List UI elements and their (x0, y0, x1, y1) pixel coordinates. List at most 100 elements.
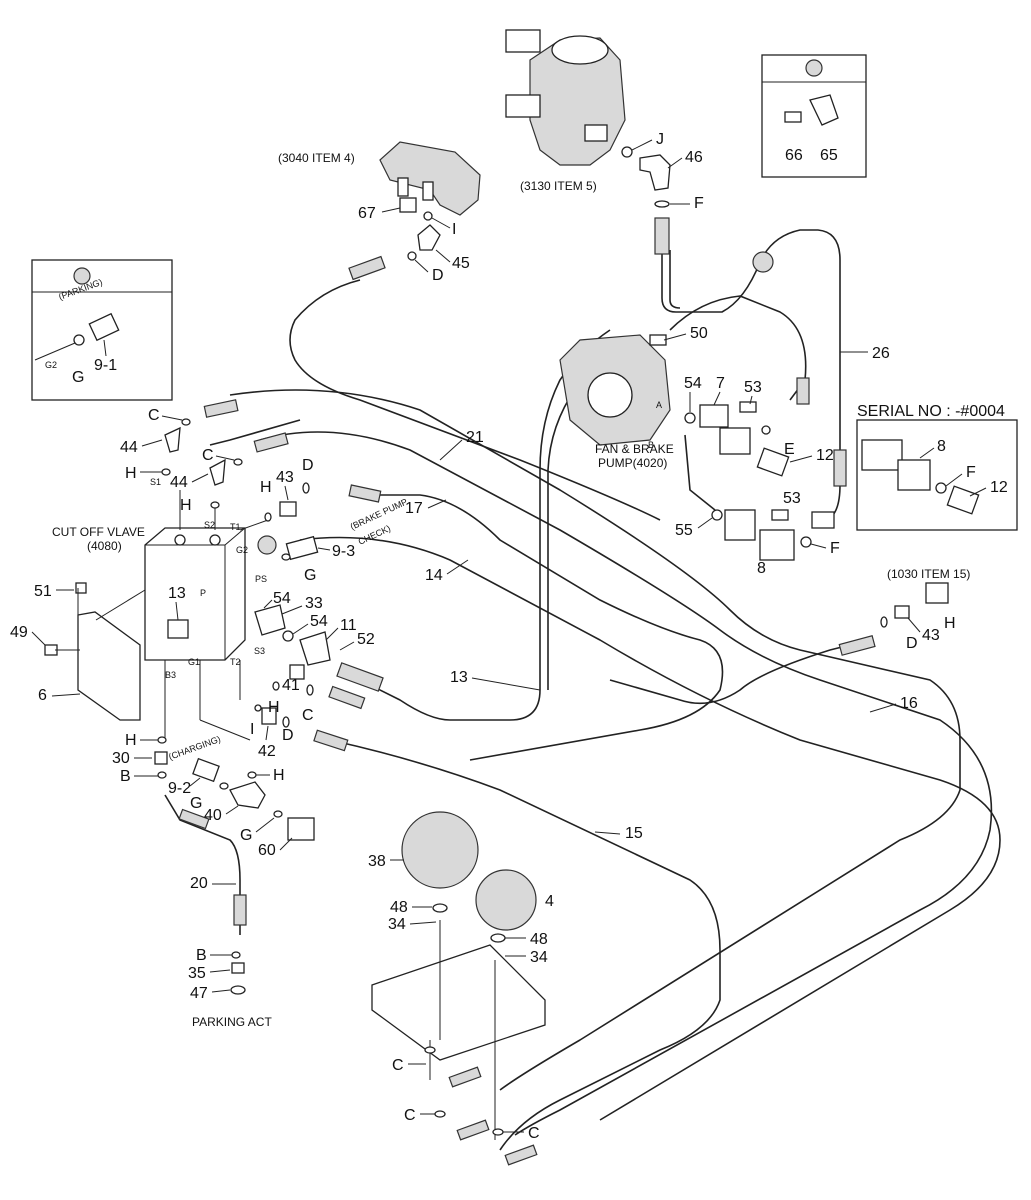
callout-C1: C (148, 407, 160, 424)
port-p: P (200, 588, 206, 598)
callout-H3: H (260, 479, 272, 496)
washer-47 (230, 985, 246, 995)
callout-44b: 44 (170, 474, 188, 491)
oring-D-43 (302, 482, 310, 494)
callout-40: 40 (204, 807, 222, 824)
callout-I1: I (452, 221, 456, 238)
callout-41: 41 (282, 677, 300, 694)
port-s3: S3 (254, 646, 265, 656)
accumulators (371, 811, 546, 1140)
oring-54-pump (684, 412, 696, 424)
port-a: A (656, 400, 662, 410)
ferrule-c2 (456, 1119, 490, 1141)
hose-21 (229, 389, 961, 1091)
cap-60 (287, 817, 315, 841)
callout-48b: 48 (530, 931, 548, 948)
inset-serial (856, 419, 1018, 531)
label-cutoff-2: (4080) (87, 539, 122, 553)
hose-26b (669, 250, 681, 309)
oring-G-9-2 (219, 782, 229, 790)
washer-48a (432, 903, 448, 913)
oring-I-top (423, 211, 433, 221)
bracket-6 (77, 611, 141, 721)
callout-33: 33 (305, 595, 323, 612)
elbow-46 (639, 154, 671, 191)
inset-66-65 (761, 54, 867, 178)
callout-51: 51 (34, 583, 52, 600)
bolt-53-top (739, 401, 757, 413)
label-1030: (1030 ITEM 15) (887, 567, 970, 581)
fitting-42 (261, 707, 277, 725)
callout-16: 16 (900, 695, 918, 712)
callout-J: J (656, 131, 664, 148)
callout-D2: D (302, 457, 314, 474)
callout-12a: 12 (816, 447, 834, 464)
ferrule-26-top (654, 217, 670, 255)
oring-F-top (654, 200, 670, 208)
hose-17 (259, 431, 993, 1136)
callout-F3: F (966, 464, 976, 481)
component-3040 (379, 141, 481, 261)
bolt-50 (649, 334, 667, 346)
oring-E (761, 425, 771, 435)
block-8-serial (897, 459, 931, 491)
ferrule-44a (203, 399, 239, 418)
hose-55 (684, 434, 716, 511)
callout-C2: C (202, 447, 214, 464)
callout-H6: H (273, 767, 285, 784)
hose-to-12 (669, 295, 807, 401)
accumulator-38 (401, 811, 479, 889)
hose-14 (350, 494, 724, 761)
fitting-43 (279, 501, 297, 517)
callout-45: 45 (452, 255, 470, 272)
port-s2: S2 (204, 520, 215, 530)
callout-30: 30 (112, 750, 130, 767)
callout-8b: 8 (937, 438, 946, 455)
label-fan-brake-2: PUMP(4020) (598, 456, 667, 470)
callout-C4: C (392, 1057, 404, 1074)
ferrule-44b (253, 432, 289, 453)
callout-20: 20 (190, 875, 208, 892)
hose-1030 (609, 639, 871, 705)
port-b3: B3 (165, 670, 176, 680)
port-g1: G1 (188, 657, 200, 667)
oring-G-parking (73, 334, 85, 346)
port-plug-g2 (257, 535, 277, 555)
label-charging: (CHARGING) (167, 734, 222, 762)
oring-I-lower (254, 704, 262, 712)
oring-H-t1 (264, 512, 272, 522)
oring-D-1030 (880, 616, 888, 628)
oring-C-44b (233, 458, 243, 466)
leader-lines (55, 490, 269, 741)
oring-B-30 (157, 771, 167, 779)
oring-D-45 (407, 251, 417, 261)
callout-F1: F (694, 195, 704, 212)
valve-9-3 (285, 535, 319, 561)
oring-C-a (424, 1046, 436, 1054)
label-3040: (3040 ITEM 4) (278, 151, 355, 165)
inset-parking (31, 259, 173, 401)
fitting-12-serial (946, 485, 980, 515)
valve-3130-port-left (505, 94, 541, 118)
callout-G3: G (190, 795, 202, 812)
callout-9-3: 9-3 (332, 543, 355, 560)
hose-45-loop (289, 279, 661, 521)
callout-14: 14 (425, 567, 443, 584)
callout-65: 65 (820, 147, 838, 164)
ferrule-52 (336, 662, 384, 692)
block-7 (699, 404, 729, 428)
label-serial: SERIAL NO : -#0004 (857, 403, 1005, 420)
oring-J (621, 146, 633, 158)
callout-15: 15 (625, 825, 643, 842)
bolt-51 (75, 582, 87, 594)
washer-48b (490, 933, 506, 943)
fitting-1030 (925, 582, 949, 604)
valve-3130-port-right (584, 124, 608, 142)
callout-67: 67 (358, 205, 376, 222)
manifold-3040 (379, 141, 481, 216)
oring-C-b (434, 1110, 446, 1118)
port-g2-parking: G2 (45, 360, 57, 370)
callout-7: 7 (716, 375, 725, 392)
ferrule-12 (796, 377, 810, 405)
clamp-65 (809, 94, 839, 126)
